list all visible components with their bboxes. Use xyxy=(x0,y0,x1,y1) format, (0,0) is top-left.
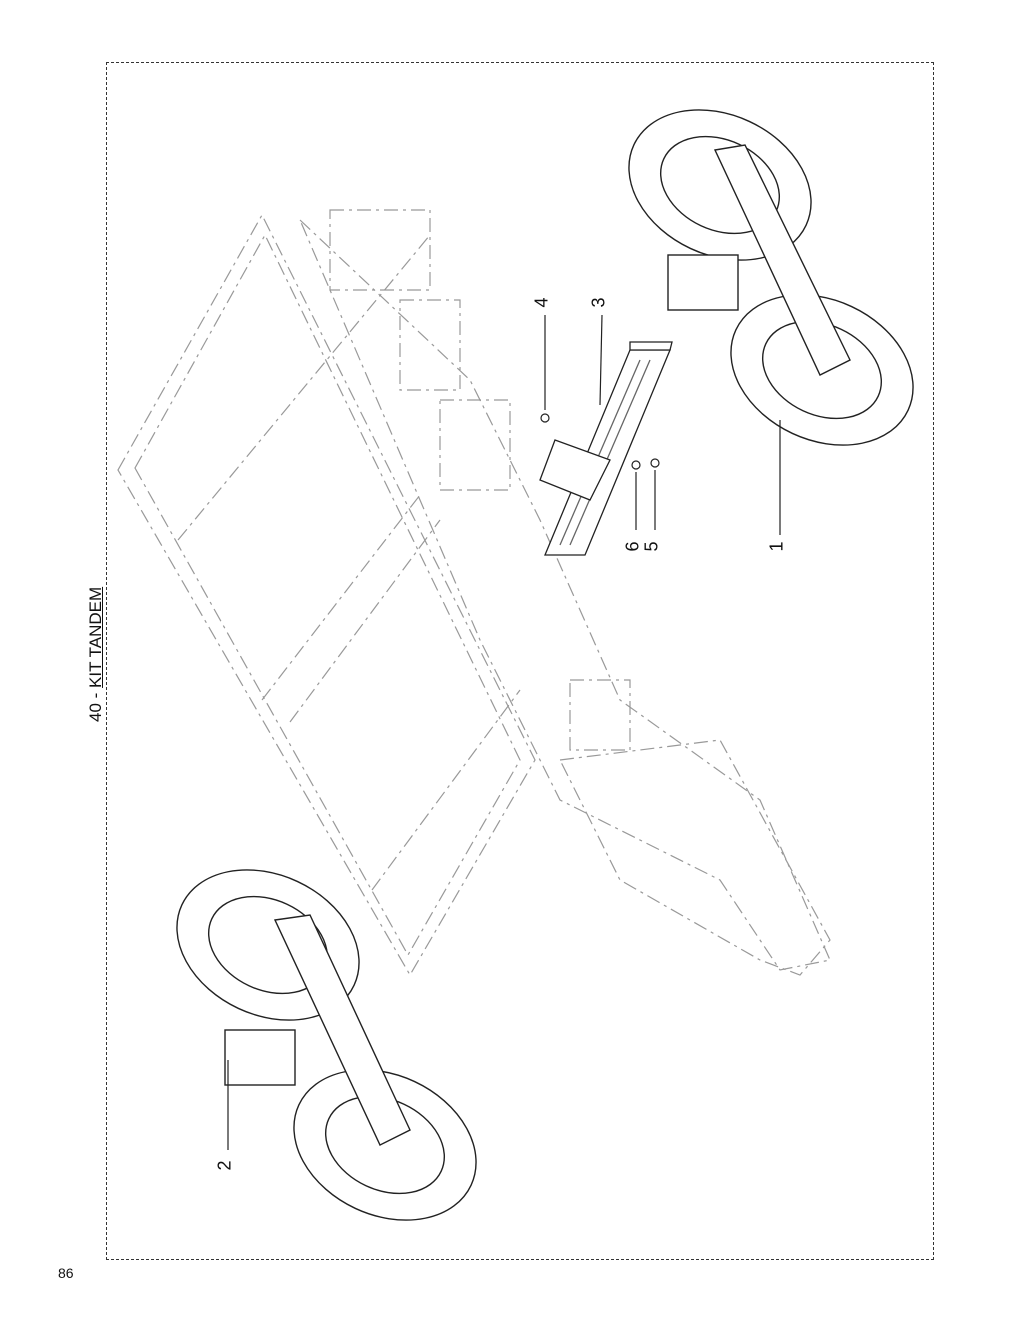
callout-3: 3 xyxy=(588,297,609,308)
pivot-housing xyxy=(667,254,739,311)
frame-outline xyxy=(117,213,536,977)
walking-beam xyxy=(273,914,411,1146)
leader-3 xyxy=(599,314,603,406)
trailer-frame-phantom xyxy=(117,209,831,977)
callout-2: 2 xyxy=(214,1160,235,1171)
center-beam xyxy=(299,219,831,971)
page-number: 86 xyxy=(58,1265,74,1281)
callout-4: 4 xyxy=(531,297,552,308)
callout-6: 6 xyxy=(622,541,643,552)
tandem-assembly-upper xyxy=(628,109,914,446)
rim xyxy=(324,1095,446,1195)
middle-bracket xyxy=(439,399,511,491)
leader-lines xyxy=(227,314,781,1150)
axle-tube-end xyxy=(629,341,673,351)
fasteners xyxy=(540,413,660,470)
washer-icon xyxy=(631,460,641,470)
frame-crossbar xyxy=(261,494,421,701)
frame-crossbar xyxy=(371,689,521,891)
front-bracket xyxy=(399,299,461,391)
nut-icon xyxy=(650,458,660,468)
walking-beam xyxy=(713,144,851,376)
front-bracket xyxy=(329,209,431,291)
rear-bracket xyxy=(569,679,631,751)
pivot-housing xyxy=(224,1029,296,1086)
callout-1: 1 xyxy=(766,541,787,552)
hitch-drawbar xyxy=(559,739,831,976)
callout-5: 5 xyxy=(641,541,662,552)
bolt-icon xyxy=(540,413,550,423)
frame-inner xyxy=(134,233,521,957)
axle-tube xyxy=(539,341,673,556)
frame-crossbar xyxy=(289,519,441,723)
tandem-assembly-lower xyxy=(176,869,477,1221)
drawing-frame xyxy=(106,62,934,1260)
mounting-plate xyxy=(539,439,611,501)
frame-crossbar xyxy=(177,234,431,541)
